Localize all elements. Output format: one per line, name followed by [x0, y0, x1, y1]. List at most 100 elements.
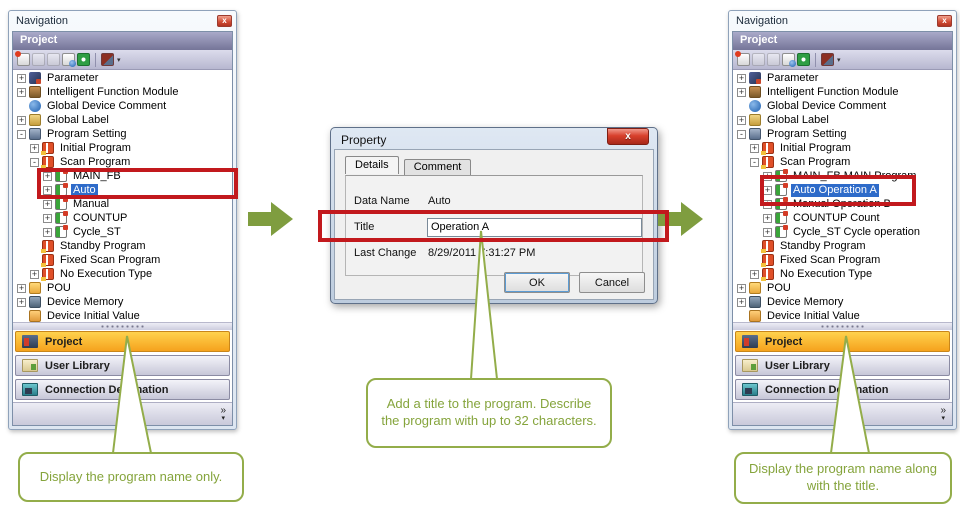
tree-item-cycle-st-cycle-operation[interactable]: +Cycle_ST Cycle operation [733, 225, 952, 239]
expand-icon[interactable]: + [737, 72, 746, 83]
tree-item-device-initial-value[interactable]: Device Initial Value [13, 309, 232, 322]
tree-item-global-device-comment[interactable]: Global Device Comment [13, 99, 232, 113]
expand-icon[interactable]: + [30, 268, 39, 279]
tree-item-auto-operation-a[interactable]: +Auto Operation A [733, 183, 952, 197]
paste-icon[interactable] [47, 53, 60, 66]
expand-icon[interactable]: + [763, 170, 772, 181]
tree-item-scan-program[interactable]: -Scan Program [733, 155, 952, 169]
expand-icon[interactable]: + [737, 282, 746, 293]
overflow-chevron-icon[interactable]: » ▾ [220, 406, 226, 423]
tree-item-program-setting[interactable]: -Program Setting [733, 127, 952, 141]
tree-item-cycle-st[interactable]: +Cycle_ST [13, 225, 232, 239]
window-titlebar[interactable]: Navigation x [729, 11, 956, 31]
expand-icon[interactable]: + [750, 268, 759, 279]
tree-item-standby-program[interactable]: Standby Program [13, 239, 232, 253]
expand-icon[interactable]: + [763, 212, 772, 223]
ok-button[interactable]: OK [504, 272, 570, 293]
copy-icon[interactable] [752, 53, 765, 66]
window-titlebar[interactable]: Navigation x [9, 11, 236, 31]
tree-item-intelligent-function-module[interactable]: +Intelligent Function Module [13, 85, 232, 99]
tree-item-manual-operation-b[interactable]: +Manual Operation B [733, 197, 952, 211]
collapse-icon[interactable]: - [750, 157, 759, 167]
nav-button-project[interactable]: Project [15, 331, 230, 352]
collapse-icon[interactable]: - [737, 129, 746, 139]
tree-item-device-memory[interactable]: +Device Memory [733, 295, 952, 309]
new-data-icon[interactable] [735, 51, 750, 66]
tree-item-device-initial-value[interactable]: Device Initial Value [733, 309, 952, 322]
close-icon[interactable]: x [937, 15, 952, 27]
expand-icon[interactable]: + [737, 86, 746, 97]
title-input[interactable] [426, 217, 642, 237]
expand-icon[interactable]: + [763, 184, 772, 195]
tree-item-global-label[interactable]: +Global Label [733, 113, 952, 127]
expand-icon[interactable]: + [17, 86, 26, 97]
tree-item-parameter[interactable]: +Parameter [733, 71, 952, 85]
expand-icon[interactable]: + [17, 282, 26, 293]
expand-icon[interactable]: + [17, 114, 26, 125]
tree-item-main-fb[interactable]: +MAIN_FB [13, 169, 232, 183]
tree-item-no-execution-type[interactable]: +No Execution Type [13, 267, 232, 281]
collapse-icon[interactable]: - [30, 157, 39, 167]
refresh-icon[interactable] [77, 53, 90, 66]
property-icon[interactable] [782, 53, 796, 67]
tree-item-global-label[interactable]: +Global Label [13, 113, 232, 127]
pane-splitter[interactable] [733, 322, 952, 330]
expand-icon[interactable]: + [17, 72, 26, 83]
tab-comment[interactable]: Comment [403, 159, 472, 176]
chevron-down-icon[interactable]: ▾ [837, 56, 841, 64]
dialog-titlebar[interactable]: Property x [334, 128, 654, 149]
tree-item-fixed-scan-program[interactable]: Fixed Scan Program [13, 253, 232, 267]
tree-item-countup-count[interactable]: +COUNTUP Count [733, 211, 952, 225]
tree-item-device-memory[interactable]: +Device Memory [13, 295, 232, 309]
nav-button-user-library[interactable]: User Library [15, 355, 230, 376]
expand-icon[interactable]: + [17, 296, 26, 307]
tree-item-program-setting[interactable]: -Program Setting [13, 127, 232, 141]
tree-item-fixed-scan-program[interactable]: Fixed Scan Program [733, 253, 952, 267]
expand-icon[interactable]: + [43, 212, 52, 223]
refresh-icon[interactable] [797, 53, 810, 66]
expand-icon[interactable]: + [763, 226, 772, 237]
nav-button-user-library[interactable]: User Library [735, 355, 950, 376]
tree-item-standby-program[interactable]: Standby Program [733, 239, 952, 253]
expand-icon[interactable]: + [737, 296, 746, 307]
sort-icon[interactable] [101, 53, 114, 66]
tab-details[interactable]: Details [345, 156, 399, 174]
expand-icon[interactable]: + [43, 226, 52, 237]
expand-icon[interactable]: + [43, 184, 52, 195]
nav-button-connection-destination[interactable]: Connection Destination [15, 379, 230, 400]
field-row-last-change: Last Change 8/29/2011 7:31:27 PM [354, 240, 642, 266]
overflow-chevron-icon[interactable]: » ▾ [940, 406, 946, 423]
expand-icon[interactable]: + [763, 198, 772, 209]
expand-icon[interactable]: + [737, 114, 746, 125]
tree-item-initial-program[interactable]: +Initial Program [13, 141, 232, 155]
tree-item-main-fb-main-program[interactable]: +MAIN_FB MAIN Program [733, 169, 952, 183]
property-icon[interactable] [62, 53, 76, 67]
nav-button-project[interactable]: Project [735, 331, 950, 352]
tree-item-initial-program[interactable]: +Initial Program [733, 141, 952, 155]
sort-icon[interactable] [821, 53, 834, 66]
tree-item-auto[interactable]: +Auto [13, 183, 232, 197]
tree-item-pou[interactable]: +POU [13, 281, 232, 295]
collapse-icon[interactable]: - [17, 129, 26, 139]
expand-icon[interactable]: + [750, 142, 759, 153]
close-icon[interactable]: x [607, 128, 649, 145]
tree-item-manual[interactable]: +Manual [13, 197, 232, 211]
expand-icon[interactable]: + [43, 198, 52, 209]
tree-item-global-device-comment[interactable]: Global Device Comment [733, 99, 952, 113]
pane-splitter[interactable] [13, 322, 232, 330]
tree-item-parameter[interactable]: +Parameter [13, 71, 232, 85]
copy-icon[interactable] [32, 53, 45, 66]
nav-button-connection-destination[interactable]: Connection Destination [735, 379, 950, 400]
tree-item-intelligent-function-module[interactable]: +Intelligent Function Module [733, 85, 952, 99]
paste-icon[interactable] [767, 53, 780, 66]
close-icon[interactable]: x [217, 15, 232, 27]
expand-icon[interactable]: + [43, 170, 52, 181]
tree-item-pou[interactable]: +POU [733, 281, 952, 295]
new-data-icon[interactable] [15, 51, 30, 66]
expand-icon[interactable]: + [30, 142, 39, 153]
tree-item-no-execution-type[interactable]: +No Execution Type [733, 267, 952, 281]
cancel-button[interactable]: Cancel [579, 272, 645, 293]
tree-item-scan-program[interactable]: -Scan Program [13, 155, 232, 169]
tree-item-countup[interactable]: +COUNTUP [13, 211, 232, 225]
chevron-down-icon[interactable]: ▾ [117, 56, 121, 64]
